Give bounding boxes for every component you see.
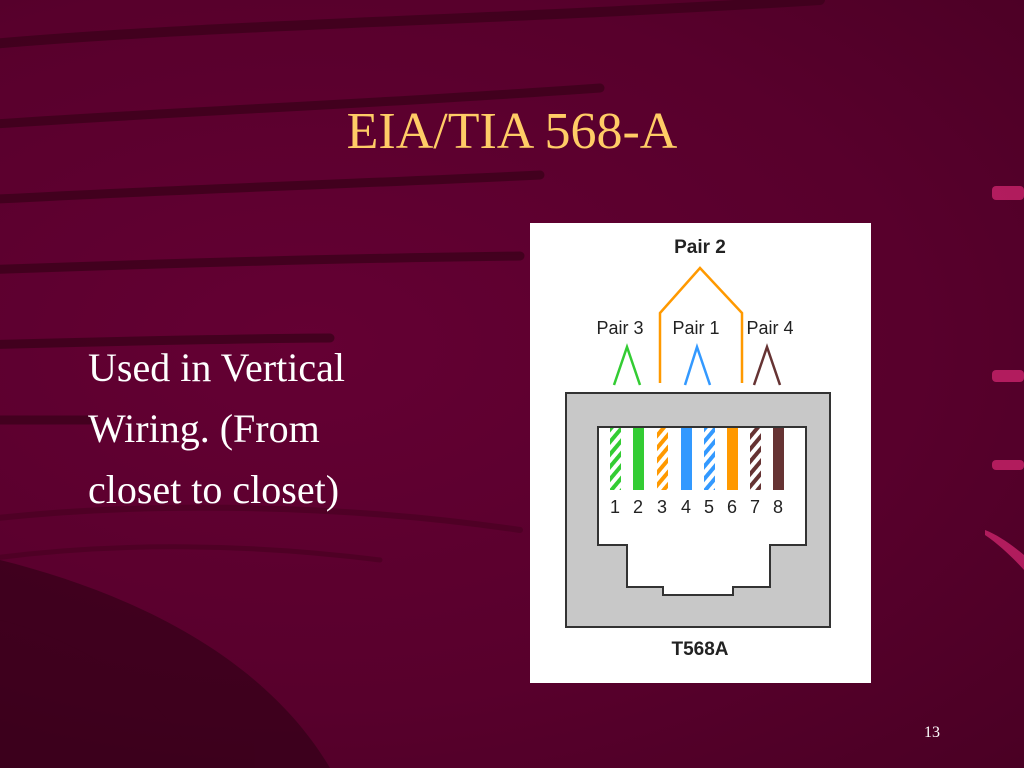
pin-number: 4 <box>681 497 691 517</box>
pair3-label: Pair 3 <box>596 318 643 338</box>
wire-blue <box>681 428 692 490</box>
pin-number: 3 <box>657 497 667 517</box>
pair2-orange-trace <box>658 266 744 383</box>
pin-number: 2 <box>633 497 643 517</box>
pair1-blue-trace <box>683 342 712 386</box>
pin-number: 5 <box>704 497 714 517</box>
wire-orange <box>727 428 738 490</box>
wire-group <box>610 428 784 490</box>
pin-number: 8 <box>773 497 783 517</box>
t568a-diagram: Pair 2 Pair 3 Pair 1 Pair 4 <box>530 223 871 683</box>
wire-white-green <box>610 428 621 490</box>
pin-number: 6 <box>727 497 737 517</box>
body-text: Used in Vertical Wiring. (From closet to… <box>88 337 488 520</box>
page-number: 13 <box>924 724 940 741</box>
body-line: Used in Vertical <box>88 345 345 390</box>
wire-white-blue <box>704 428 715 490</box>
pair3-green-trace <box>612 343 642 386</box>
pair2-label: Pair 2 <box>674 237 726 258</box>
wire-brown <box>773 428 784 490</box>
pair1-label: Pair 1 <box>672 318 719 338</box>
wire-white-brown <box>750 428 761 490</box>
rj45-jack-diagram: Pair 2 Pair 3 Pair 1 Pair 4 <box>565 237 831 660</box>
pair4-brown-trace <box>752 343 782 386</box>
diagram-caption: T568A <box>671 639 728 660</box>
pin-number: 1 <box>610 497 620 517</box>
wire-white-orange <box>657 428 668 490</box>
body-line: Wiring. (From <box>88 406 320 451</box>
body-line: closet to closet) <box>88 467 340 512</box>
pin-number: 7 <box>750 497 760 517</box>
slide-title: EIA/TIA 568-A <box>346 103 678 160</box>
wire-green <box>633 428 644 490</box>
pair4-label: Pair 4 <box>746 318 793 338</box>
